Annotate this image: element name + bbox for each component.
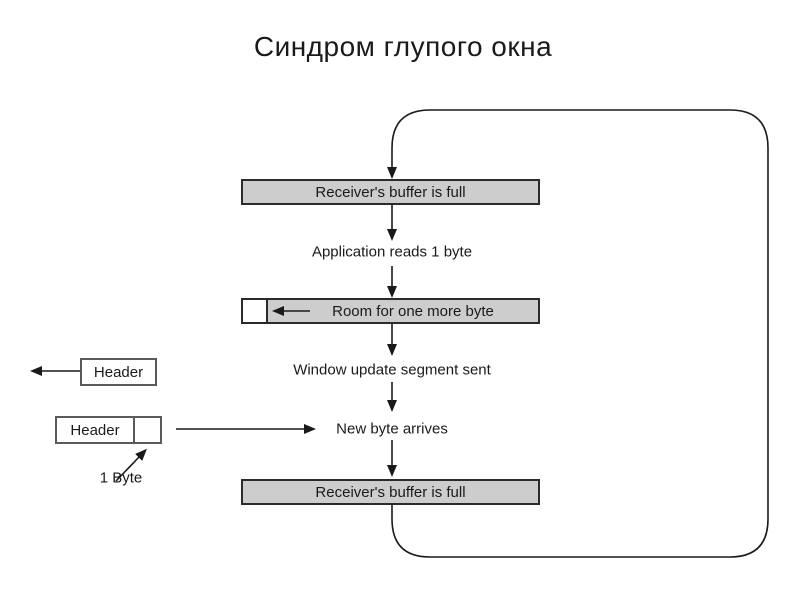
buffer-full-label-bottom: Receiver's buffer is full bbox=[315, 483, 466, 501]
buffer-full-box-top: Receiver's buffer is full bbox=[241, 179, 540, 205]
room-for-byte-box: Room for one more byte bbox=[241, 298, 540, 324]
buffer-full-label: Receiver's buffer is full bbox=[315, 183, 466, 201]
step-window-update: Window update segment sent bbox=[293, 361, 491, 379]
free-byte-cell bbox=[243, 300, 268, 322]
one-byte-note: 1 Byte bbox=[99, 469, 143, 487]
outgoing-header-box: Header bbox=[80, 358, 157, 386]
room-for-byte-label: Room for one more byte bbox=[332, 302, 494, 320]
slide-title: Синдром глупого окна bbox=[253, 31, 553, 62]
one-byte-cell bbox=[133, 418, 160, 442]
outgoing-header-label: Header bbox=[93, 363, 144, 381]
step-application-reads: Application reads 1 byte bbox=[311, 243, 473, 261]
buffer-full-box-bottom: Receiver's buffer is full bbox=[241, 479, 540, 505]
step-new-byte-arrives: New byte arrives bbox=[336, 420, 448, 438]
incoming-header-label: Header bbox=[70, 421, 120, 439]
incoming-header-box: Header bbox=[55, 416, 162, 444]
